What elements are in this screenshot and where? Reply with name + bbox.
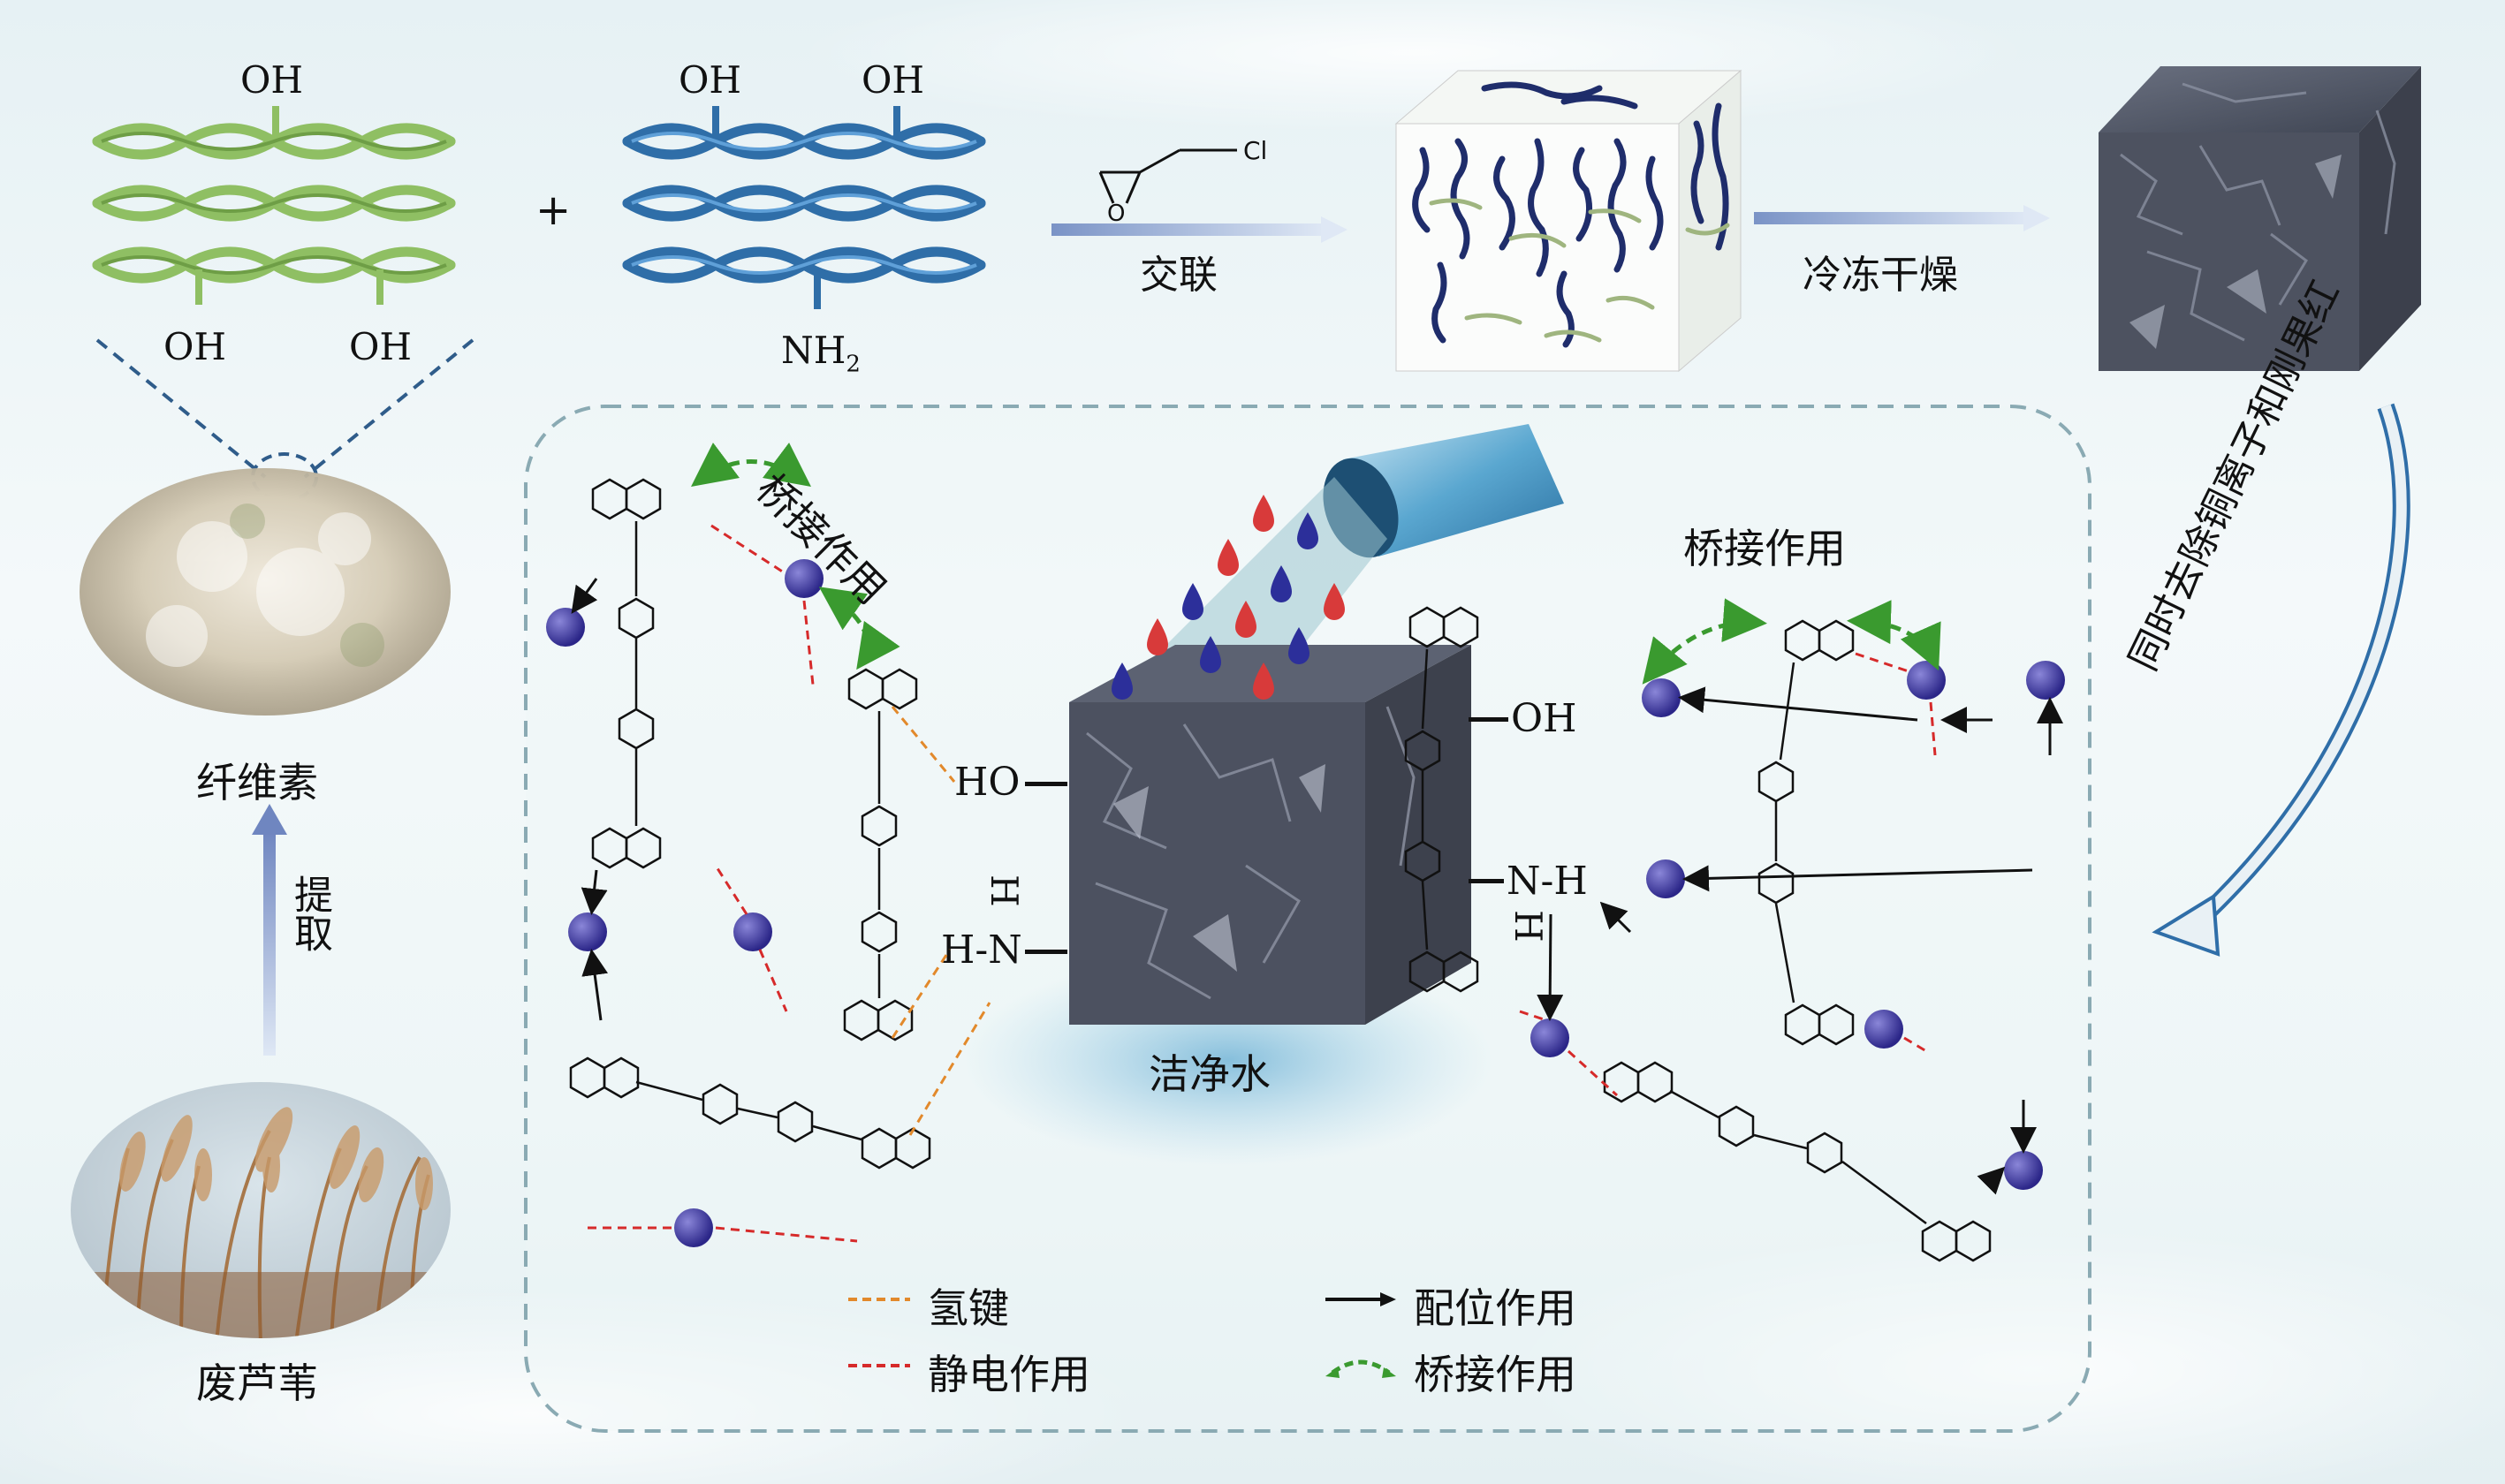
water-drop-icon	[1271, 565, 1292, 602]
bridging-label-right: 桥接作用	[1683, 525, 1846, 572]
extract-label: 提取	[287, 874, 332, 952]
aerogel-cube-icon	[2099, 66, 2421, 371]
nh2-group: NH2	[781, 329, 861, 377]
legend: 氢键 静电作用 配位作用 桥接作用	[848, 1276, 1643, 1409]
chitosan-network	[622, 106, 986, 309]
congo-red-left-inner	[843, 668, 918, 1041]
curved-return-arrow	[2152, 403, 2410, 957]
extract-arrow	[252, 804, 287, 1056]
chitosan-oh-1: OH	[679, 58, 742, 102]
waste-reed-label: 废芦苇	[196, 1359, 318, 1407]
congo-red-right-inner	[1757, 619, 1855, 1046]
water-drop-icon	[1324, 583, 1345, 620]
reed-photo	[71, 1082, 451, 1338]
bridging-swatch	[1325, 1359, 1396, 1378]
oh-group-bottom-right: OH	[349, 325, 413, 368]
nh-right-h: H	[1507, 910, 1550, 943]
crosslinked-cube	[1394, 69, 1742, 373]
freeze-dry-label: 冷冻干燥	[1803, 253, 1958, 298]
congo-red-right-bottom	[1603, 1061, 1992, 1262]
legend-electrostatic: 静电作用	[928, 1351, 1090, 1398]
water-drop-icon	[1147, 618, 1168, 655]
cu-ion-icon	[546, 559, 2065, 1247]
water-drop-icon	[1235, 601, 1256, 638]
hn-group: H-N	[941, 928, 1022, 973]
oh-group-top: OH	[240, 58, 304, 102]
hydrogen-bond-swatch	[848, 1298, 910, 1301]
clean-water-label: 洁净水	[1149, 1050, 1271, 1098]
hn-h-label: H	[983, 874, 1026, 907]
water-drop-icon	[1200, 636, 1221, 673]
oh-right-bond	[1469, 717, 1508, 722]
cellulose-photo	[80, 468, 451, 716]
congo-red-interactions	[546, 443, 2065, 1262]
epoxide-o: O	[1107, 201, 1125, 225]
crosslink-arrow	[1051, 216, 1347, 243]
epoxide-icon: O Cl	[1098, 136, 1267, 225]
cellulose-network	[92, 106, 456, 305]
crosslink-label: 交联	[1140, 253, 1218, 298]
oh-right-group: OH	[1511, 696, 1577, 741]
water-drop-icon	[1182, 583, 1203, 620]
legend-bridging: 桥接作用	[1414, 1351, 1576, 1398]
congo-red-right-center	[1404, 606, 1479, 993]
cellulose-label: 纤维素	[196, 759, 318, 806]
ho-bond	[1025, 782, 1067, 786]
nh2-text: NH	[781, 329, 846, 372]
congo-red-left-outer	[591, 478, 662, 869]
nh2-subscript: 2	[846, 351, 861, 378]
water-drop-icon	[1218, 539, 1239, 576]
water-drop-icon	[1112, 662, 1133, 700]
chlorine-label: Cl	[1243, 136, 1267, 165]
oh-group-bottom-left: OH	[163, 325, 227, 368]
water-drop-icon	[1253, 495, 1274, 532]
water-drop-icon	[1253, 662, 1274, 700]
central-aerogel	[963, 424, 1564, 1166]
hn-bond	[1025, 950, 1067, 954]
legend-hydrogen-bond: 氢键	[928, 1284, 1009, 1332]
chitosan-oh-2: OH	[862, 58, 925, 102]
congo-red-left-bottom	[569, 1056, 931, 1170]
ho-group: HO	[954, 760, 1021, 805]
nh-right-bond	[1469, 879, 1504, 883]
plus-sign: +	[535, 186, 572, 235]
freeze-dry-arrow	[1754, 205, 2050, 231]
coordination-swatch	[1325, 1292, 1396, 1306]
water-drop-icon	[1288, 627, 1309, 664]
electrostatic-swatch	[848, 1364, 910, 1367]
legend-coordination: 配位作用	[1414, 1284, 1576, 1332]
nh-right-group: N-H	[1507, 859, 1588, 904]
water-drop-icon	[1297, 512, 1318, 549]
